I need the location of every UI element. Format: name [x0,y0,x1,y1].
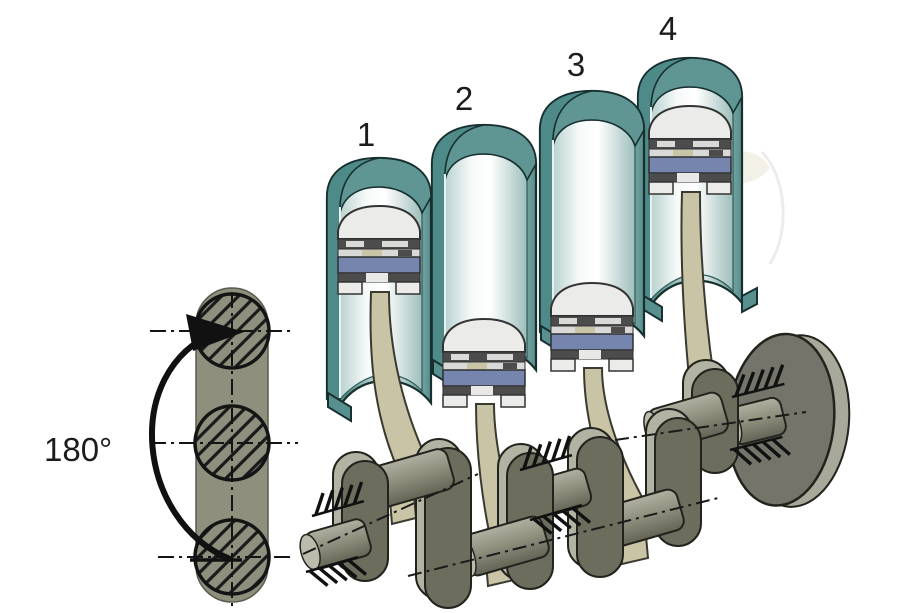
crank-centerlines [302,411,807,577]
rotation-arrow-icon [186,314,244,351]
piston-4 [648,105,732,195]
ghost-curve [760,150,785,265]
cylinder-3-label: 3 [567,46,585,83]
piston-1 [337,205,421,295]
rotation-angle-label: 180° [44,431,112,468]
piston-3 [550,282,634,372]
cylinder-1-label: 1 [357,116,375,153]
cylinder-4-label: 4 [659,10,677,47]
rotation-arc [149,329,232,562]
crank-end-view-schematic: 180° [44,287,298,606]
cylinder-4-right-foot [741,286,758,314]
piston-2 [442,318,526,408]
cylinder-2-label: 2 [455,80,473,117]
